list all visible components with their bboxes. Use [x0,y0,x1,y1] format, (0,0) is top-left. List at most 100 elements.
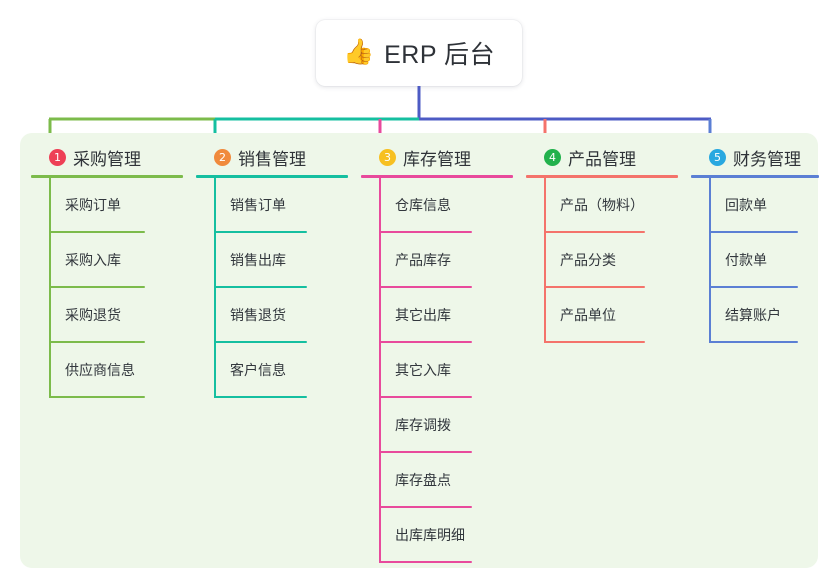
leaf-item[interactable]: 其它入库 [361,343,513,398]
column-trunk-1 [49,178,51,398]
leaf-item-rule [379,451,472,453]
leaf-item[interactable]: 结算账户 [691,288,819,343]
column-items-5: 回款单付款单结算账户 [691,178,819,343]
leaf-item[interactable]: 采购订单 [31,178,183,233]
leaf-item[interactable]: 客户信息 [196,343,348,398]
leaf-item-label: 仓库信息 [395,197,451,213]
leaf-item-rule [544,341,645,343]
leaf-item[interactable]: 产品库存 [361,233,513,288]
leaf-item-rule [49,341,145,343]
column-header-5[interactable]: 5 财务管理 [691,145,819,169]
leaf-item[interactable]: 回款单 [691,178,819,233]
column-title-4: 产品管理 [568,149,636,169]
leaf-item-rule [214,341,307,343]
leaf-item[interactable]: 销售出库 [196,233,348,288]
leaf-item-label: 采购订单 [65,197,121,213]
leaf-item[interactable]: 产品（物料） [526,178,678,233]
column-rule-2 [196,175,348,178]
leaf-item-rule [379,506,472,508]
column-items-4: 产品（物料） 产品分类产品单位 [526,178,678,343]
leaf-item-rule [214,286,307,288]
leaf-item-rule [49,286,145,288]
column-title-2: 销售管理 [238,149,306,169]
column-title-3: 库存管理 [403,149,471,169]
leaf-item-label: 回款单 [725,197,767,213]
column-rule-1 [31,175,183,178]
column-rule-5 [691,175,819,178]
leaf-item[interactable]: 其它出库 [361,288,513,343]
column-title-1: 采购管理 [73,149,141,169]
column-trunk-4 [544,178,546,343]
column-trunk-3 [379,178,381,563]
leaf-item[interactable]: 销售退货 [196,288,348,343]
column-trunk-2 [214,178,216,398]
leaf-item[interactable]: 出库库明细 [361,508,513,563]
leaf-item[interactable]: 付款单 [691,233,819,288]
leaf-item-rule [379,561,472,563]
leaf-item-rule [709,341,798,343]
leaf-item[interactable]: 仓库信息 [361,178,513,233]
column-1: 1 采购管理采购订单采购入库采购退货供应商信息 [31,145,183,398]
column-items-1: 采购订单采购入库采购退货供应商信息 [31,178,183,398]
column-header-1[interactable]: 1 采购管理 [31,145,183,169]
leaf-item-label: 库存盘点 [395,472,451,488]
column-trunk-5 [709,178,711,343]
leaf-item-label: 产品（物料） [560,197,644,213]
leaf-item[interactable]: 采购入库 [31,233,183,288]
column-header-4[interactable]: 4 产品管理 [526,145,678,169]
leaf-item[interactable]: 库存调拨 [361,398,513,453]
leaf-item-label: 采购入库 [65,252,121,268]
column-rule-3 [361,175,513,178]
leaf-item-rule [379,231,472,233]
leaf-item[interactable]: 库存盘点 [361,453,513,508]
thumbs-up-icon: 👍 [342,37,375,66]
leaf-item-label: 产品单位 [560,307,616,323]
leaf-item-label: 结算账户 [725,307,781,323]
leaf-item-label: 销售出库 [230,252,286,268]
leaf-item[interactable]: 采购退货 [31,288,183,343]
diagram-panel [20,133,818,568]
leaf-item-label: 客户信息 [230,362,286,378]
root-node-label: ERP 后台 [384,41,496,69]
leaf-item-rule [214,231,307,233]
leaf-item[interactable]: 销售订单 [196,178,348,233]
leaf-item-label: 库存调拨 [395,417,451,433]
root-node-card[interactable]: 👍 ERP 后台 [316,20,522,86]
leaf-item[interactable]: 供应商信息 [31,343,183,398]
leaf-item-rule [709,286,798,288]
leaf-item-label: 付款单 [725,252,767,268]
leaf-item-rule [379,341,472,343]
leaf-item[interactable]: 产品单位 [526,288,678,343]
leaf-item-label: 产品库存 [395,252,451,268]
leaf-item-label: 采购退货 [65,307,121,323]
leaf-item-rule [49,231,145,233]
column-header-2[interactable]: 2 销售管理 [196,145,348,169]
column-2: 2 销售管理销售订单销售出库销售退货客户信息 [196,145,348,398]
column-items-2: 销售订单销售出库销售退货客户信息 [196,178,348,398]
column-badge-5: 5 [709,148,726,166]
leaf-item-label: 产品分类 [560,252,616,268]
column-title-5: 财务管理 [733,149,801,169]
leaf-item-rule [379,286,472,288]
leaf-item-rule [379,396,472,398]
column-4: 4 产品管理产品（物料） 产品分类产品单位 [526,145,678,343]
leaf-item[interactable]: 产品分类 [526,233,678,288]
column-rule-4 [526,175,678,178]
leaf-item-rule [214,396,307,398]
column-badge-2: 2 [214,148,231,166]
leaf-item-label: 其它出库 [395,307,451,323]
column-badge-1: 1 [49,148,66,166]
leaf-item-label: 供应商信息 [65,362,135,378]
leaf-item-label: 出库库明细 [395,527,465,543]
column-5: 5 财务管理回款单付款单结算账户 [691,145,819,343]
leaf-item-rule [709,231,798,233]
leaf-item-label: 销售退货 [230,307,286,323]
leaf-item-label: 销售订单 [230,197,286,213]
column-badge-4: 4 [544,148,561,166]
leaf-item-label: 其它入库 [395,362,451,378]
column-items-3: 仓库信息产品库存其它出库其它入库库存调拨库存盘点出库库明细 [361,178,513,563]
leaf-item-rule [544,231,645,233]
leaf-item-rule [544,286,645,288]
